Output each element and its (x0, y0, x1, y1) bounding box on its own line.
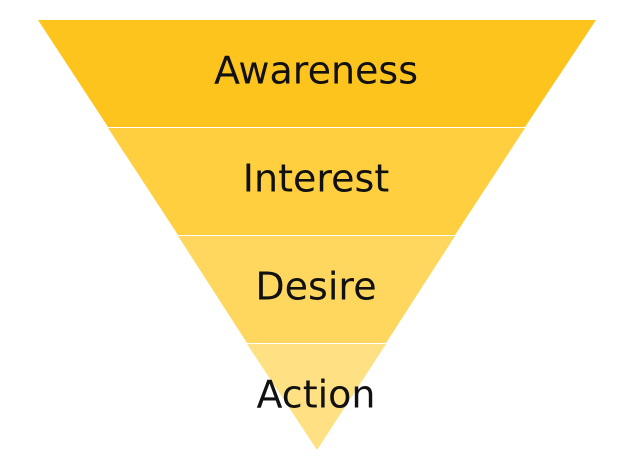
funnel-stage-action-label: Action (256, 373, 375, 417)
funnel-stage-interest-shape (108, 128, 525, 235)
funnel-stage-desire-label: Desire (255, 265, 376, 309)
funnel-stage-awareness-shape (38, 20, 596, 127)
funnel-stage-action: Action (247, 344, 386, 450)
funnel-stage-awareness-label: Awareness (214, 49, 418, 93)
funnel-stage-desire: Desire (178, 236, 455, 343)
funnel-stage-interest-label: Interest (243, 157, 389, 201)
funnel-stage-action-shape (247, 344, 386, 450)
funnel-stage-desire-shape (178, 236, 455, 343)
funnel-stage-awareness: Awareness (38, 20, 596, 127)
funnel-stage-interest: Interest (108, 128, 525, 235)
